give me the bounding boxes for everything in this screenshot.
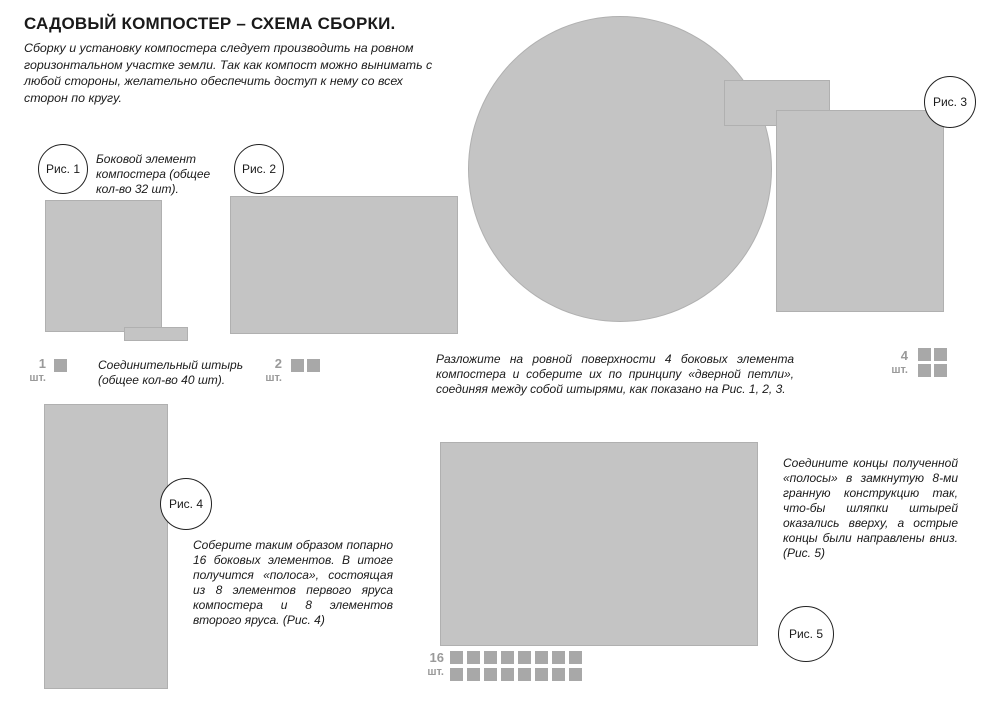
counter-square	[535, 651, 548, 664]
counter-2-unit: шт.	[265, 372, 282, 384]
counter-square	[450, 668, 463, 681]
counter-square	[934, 348, 947, 361]
counter-4-number: 4	[900, 348, 908, 363]
counter-square	[552, 651, 565, 664]
counter-square	[569, 668, 582, 681]
counter-1-number: 1	[38, 356, 46, 371]
counter-square	[291, 359, 304, 372]
counter-square	[518, 651, 531, 664]
counter-square	[484, 668, 497, 681]
side-element-note: Боковой элемент компостера (общее кол-во…	[96, 152, 211, 196]
counter-2-number: 2	[274, 356, 282, 371]
counter-square	[54, 359, 67, 372]
fig2-label: Рис. 2	[234, 144, 284, 194]
counter-square	[552, 668, 565, 681]
counter-square	[450, 651, 463, 664]
fig3-label: Рис. 3	[924, 76, 976, 128]
pin-image	[124, 327, 188, 341]
strip-assembly-person-image	[44, 404, 168, 689]
counter-square	[467, 651, 480, 664]
counter-square	[569, 651, 582, 664]
pin-note: Соединительный штырь (общее кол-во 40 шт…	[98, 358, 244, 387]
fig4-label: Рис. 4	[160, 478, 212, 530]
counter-square	[307, 359, 320, 372]
counter-square	[918, 348, 931, 361]
side-element-image	[45, 200, 162, 332]
counter-square	[518, 668, 531, 681]
two-elements-image	[230, 196, 458, 334]
counter-square	[535, 668, 548, 681]
step2-text: Соберите таким образом попарно 16 боковы…	[193, 538, 393, 627]
counter-square	[501, 651, 514, 664]
fig5-label: Рис. 5	[778, 606, 834, 662]
fig1-label: Рис. 1	[38, 144, 88, 194]
counter-square	[934, 364, 947, 377]
counter-4-unit: шт.	[891, 364, 908, 376]
intro-text: Сборку и установку компостера следует пр…	[24, 41, 433, 105]
four-elements-assembly-image	[776, 110, 944, 312]
counter-16-number: 16	[429, 650, 444, 665]
octagon-assembly-person-image	[440, 442, 758, 646]
counter-16-unit: шт.	[427, 666, 444, 678]
counter-square	[467, 668, 480, 681]
counter-square	[484, 651, 497, 664]
counter-1-unit: шт.	[29, 372, 46, 384]
step1-text: Разложите на ровной поверхности 4 боковы…	[436, 352, 794, 396]
page-title: САДОВЫЙ КОМПОСТЕР – СХЕМА СБОРКИ.	[24, 14, 396, 33]
step3-text: Соедините концы полученной «полосы» в за…	[783, 456, 958, 560]
counter-square	[501, 668, 514, 681]
counter-square	[918, 364, 931, 377]
hands-joining-closeup-image	[468, 16, 772, 322]
